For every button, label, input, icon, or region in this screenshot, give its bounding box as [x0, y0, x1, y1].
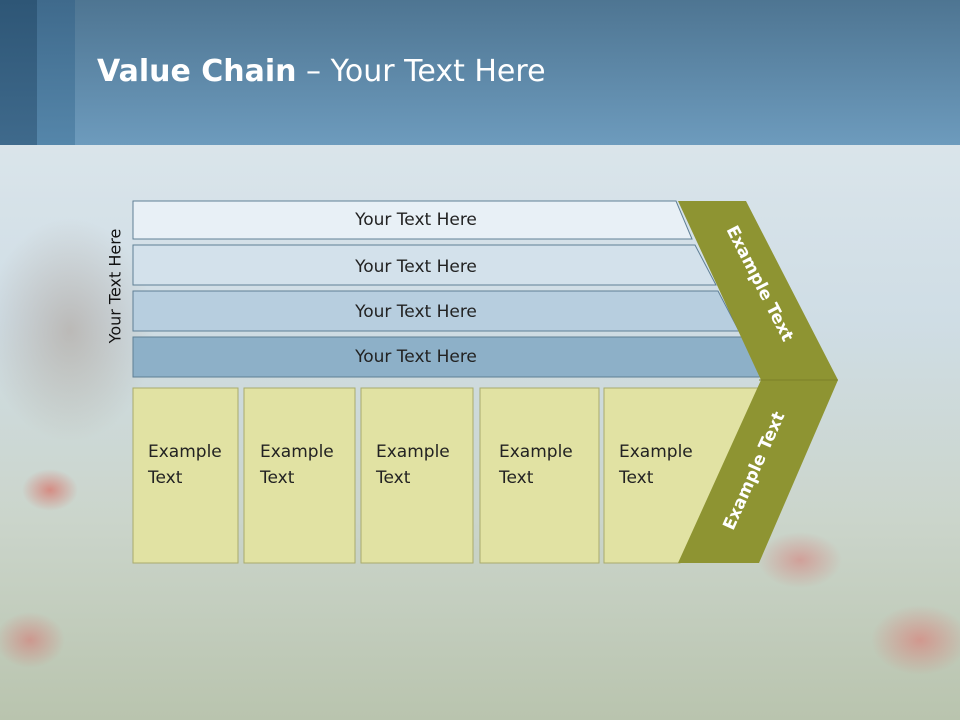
- support-row-3-label: Your Text Here: [354, 302, 477, 322]
- activity-box-5-text: Example Text: [619, 439, 693, 491]
- activity-box-3-text: Example Text: [376, 439, 450, 491]
- svg-text:Text: Text: [618, 641, 654, 661]
- support-row-1-label: Your Text Here: [354, 210, 477, 230]
- activity-box-1-line2: Text: [148, 468, 183, 488]
- title-bar: Value Chain – Your Text Here: [0, 0, 960, 145]
- title-bar-accent-light: [37, 0, 75, 145]
- svg-text:Text: Text: [498, 641, 534, 661]
- slide-title-rest: – Your Text Here: [296, 54, 546, 89]
- activity-box-4-text: Example Text: [499, 439, 573, 491]
- activity-box-2-text: Example Text: [260, 439, 334, 491]
- activity-box-3-line2: Text: [376, 468, 411, 488]
- activity-box-3: [360, 387, 474, 564]
- activity-box-3-line1: Example: [376, 442, 450, 462]
- activity-box-1-line1: Example: [148, 442, 222, 462]
- svg-text:Text: Text: [147, 641, 183, 661]
- support-row-4-label: Your Text Here: [354, 347, 477, 367]
- activity-box-5-line2: Text: [619, 468, 654, 488]
- support-row-2: [132, 244, 717, 286]
- diagram-reflection: Example Text Example Text Example Text E…: [132, 564, 826, 720]
- activity-box-1: [132, 387, 239, 564]
- activity-box-2: [243, 387, 356, 564]
- svg-text:Text: Text: [259, 641, 295, 661]
- svg-text:Example: Example: [376, 667, 450, 687]
- slide-title-bold: Value Chain: [97, 54, 297, 89]
- chevron-arrow: [678, 201, 838, 563]
- support-row-1: [132, 200, 693, 240]
- activity-box-2-line2: Text: [260, 468, 295, 488]
- support-row-2-label: Your Text Here: [354, 257, 477, 277]
- activity-box-2-line1: Example: [260, 442, 334, 462]
- svg-text:Text: Text: [375, 641, 411, 661]
- svg-text:Example: Example: [499, 667, 573, 687]
- activity-box-5-line1: Example: [619, 442, 693, 462]
- slide-title: Value Chain – Your Text Here: [97, 54, 546, 89]
- activity-box-4-line2: Text: [499, 468, 534, 488]
- activity-box-4: [479, 387, 600, 564]
- activity-box-4-line1: Example: [499, 442, 573, 462]
- svg-text:Example: Example: [148, 667, 222, 687]
- title-bar-accent-dark: [0, 0, 37, 145]
- activity-box-1-text: Example Text: [148, 439, 222, 491]
- svg-text:Example: Example: [260, 667, 334, 687]
- svg-text:Example: Example: [619, 667, 693, 687]
